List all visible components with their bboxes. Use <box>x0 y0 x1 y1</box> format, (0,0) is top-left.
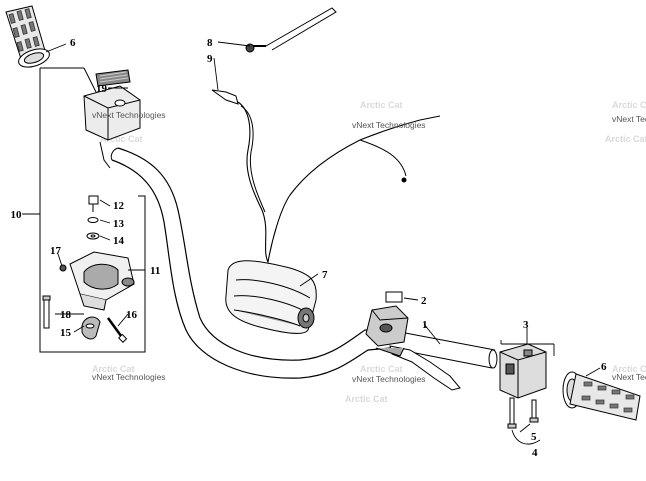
watermark-ghost: Arctic Cat <box>360 364 403 374</box>
brake-assembly <box>365 291 461 391</box>
callout-4: 4 <box>532 447 538 459</box>
callout-19: 19 <box>96 83 108 95</box>
callout-9: 9 <box>207 53 213 65</box>
handlebar-pad <box>225 260 317 334</box>
watermark: vNext Technologies <box>92 372 166 382</box>
watermark-ghost: Arctic Cat <box>100 134 143 144</box>
watermark-ghost: Arctic Cat <box>612 100 646 110</box>
callout-11: 11 <box>150 265 160 277</box>
watermark-ghost: Arctic Cat <box>345 394 388 404</box>
watermark: vNext Technologies <box>352 374 426 384</box>
switch-housing <box>499 343 547 429</box>
throttle-housing-upper <box>83 69 141 169</box>
callout-16: 16 <box>126 309 138 321</box>
watermark-ghost: Arctic Cat <box>360 100 403 110</box>
callout-10: 10 <box>11 209 23 221</box>
callout-8: 8 <box>207 37 213 49</box>
left-grip <box>5 5 50 68</box>
watermark-ghost: Arctic Cat <box>605 134 646 144</box>
callout-5: 5 <box>531 431 537 443</box>
callout-7: 7 <box>322 269 328 281</box>
callout-18: 18 <box>60 309 72 321</box>
callout-labels: 6 19 10 12 13 14 17 11 18 15 16 8 9 7 2 … <box>11 37 608 459</box>
watermark: vNext Technologies <box>612 114 646 124</box>
callout-2: 2 <box>421 295 427 307</box>
callout-3: 3 <box>523 319 529 331</box>
callout-15: 15 <box>60 327 72 339</box>
callout-6-right: 6 <box>601 361 607 373</box>
throttle-housing-lower <box>42 195 135 343</box>
watermark: vNext Technologies <box>92 110 166 120</box>
watermark-ghost: Arctic Cat <box>612 364 646 374</box>
callout-14: 14 <box>113 235 125 247</box>
callout-bracket-10 <box>39 67 146 353</box>
callout-17: 17 <box>50 245 62 257</box>
callout-6-left: 6 <box>70 37 76 49</box>
watermark-ghost: Arctic Cat <box>92 364 135 374</box>
right-grip <box>562 371 641 421</box>
watermark-ghost-group: Arctic Cat Arctic Cat Arctic Cat Arctic … <box>92 100 646 404</box>
watermark-group: vNext Technologies vNext Technologies vN… <box>92 110 646 384</box>
callout-13: 13 <box>113 218 125 230</box>
watermark: vNext Technologies <box>352 120 426 130</box>
leader-lines <box>22 41 601 445</box>
callout-1: 1 <box>422 319 428 331</box>
watermark: vNext Technologies <box>612 372 646 382</box>
callout-12: 12 <box>113 200 125 212</box>
throttle-cable <box>211 7 441 264</box>
